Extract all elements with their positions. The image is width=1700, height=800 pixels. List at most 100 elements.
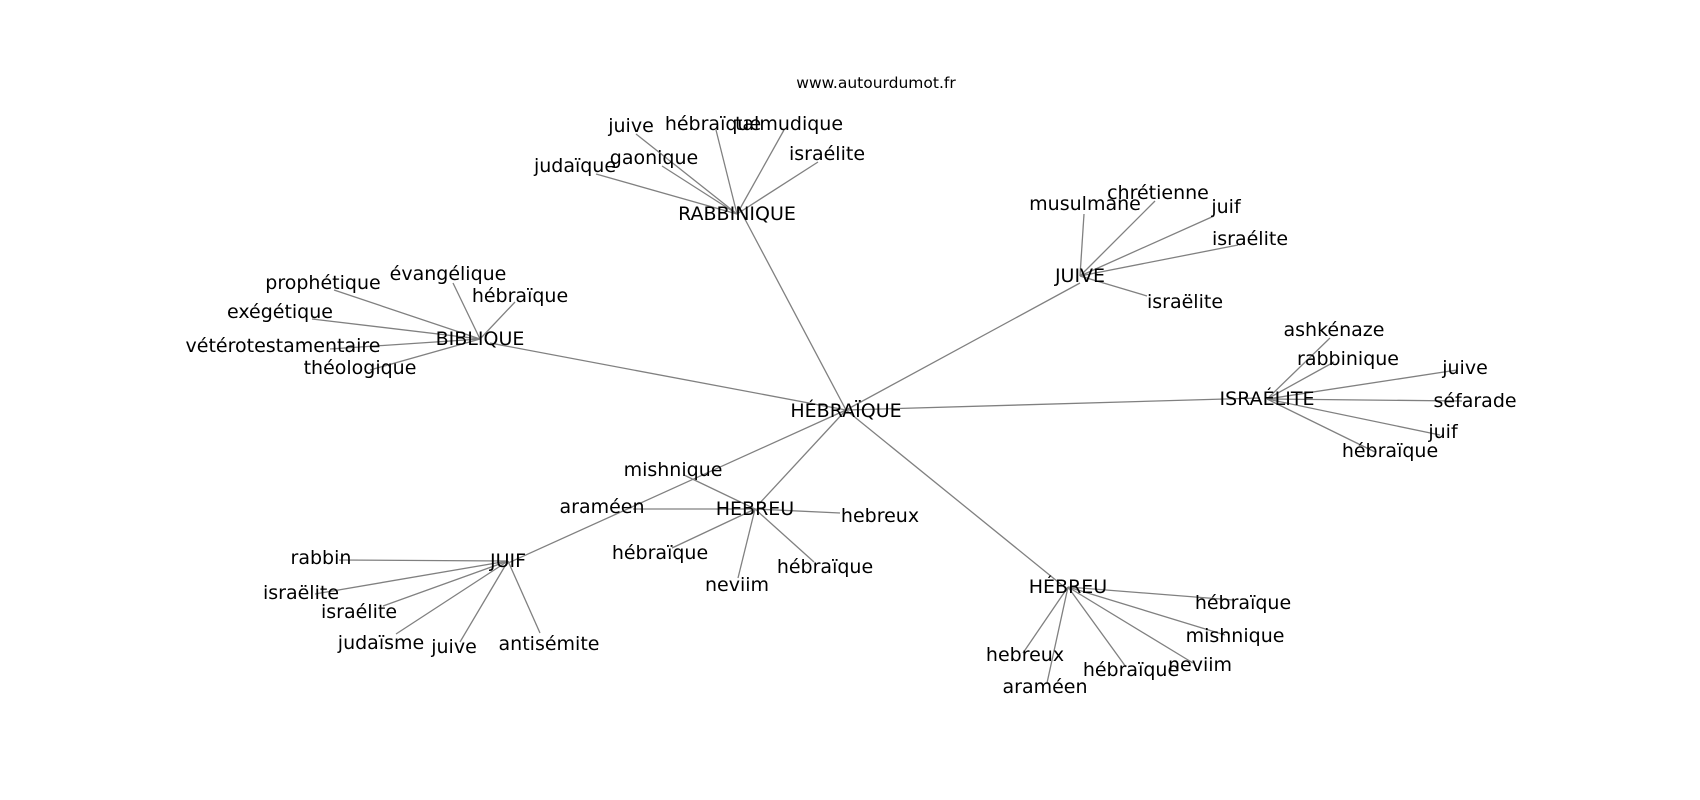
root-edge xyxy=(737,205,847,411)
leaf-edge xyxy=(1067,586,1194,664)
leaf-node-label: mishnique xyxy=(1186,625,1285,647)
root-edge xyxy=(845,282,1081,411)
leaf-edge xyxy=(635,133,738,215)
leaf-edge xyxy=(736,129,785,215)
leaf-edge xyxy=(452,282,481,340)
leaf-node-label: juive xyxy=(607,115,654,137)
root-edge xyxy=(505,409,847,565)
leaf-edge xyxy=(1079,200,1156,277)
leaf-edge xyxy=(1022,586,1069,654)
leaf-edge xyxy=(507,560,541,634)
leaf-node-label: israélite xyxy=(1212,228,1288,250)
leaf-node-label: hébraïque xyxy=(1342,440,1438,462)
leaf-node-label: hébraïque xyxy=(665,113,761,135)
hub-node-label: BIBLIQUE xyxy=(436,328,525,350)
leaf-edge xyxy=(1079,215,1215,277)
leaf-edge xyxy=(1266,398,1463,402)
leaf-node-label: judaïsme xyxy=(337,632,424,654)
leaf-edge xyxy=(1046,586,1069,684)
leaf-node-label: neviim xyxy=(1168,654,1232,676)
leaf-edge xyxy=(311,318,481,340)
root-edge xyxy=(489,342,847,411)
root-edge xyxy=(757,409,847,506)
leaf-edge xyxy=(1266,337,1331,400)
leaf-node-label: neviim xyxy=(705,574,769,596)
leaf-node-label: israélite xyxy=(321,601,397,623)
leaf-edge xyxy=(369,338,481,371)
hub-node-label: HEBREU xyxy=(716,498,794,520)
leaf-node-label: juive xyxy=(1441,357,1488,379)
leaf-node-label: hébraïque xyxy=(472,285,568,307)
leaf-node-label: hebreux xyxy=(841,505,919,527)
leaf-edge xyxy=(754,508,815,563)
leaf-edge xyxy=(1266,361,1335,400)
leaf-edge xyxy=(338,559,509,562)
leaf-node-label: vétérotestamentaire xyxy=(186,335,381,357)
leaf-node-label: exégétique xyxy=(227,301,333,323)
hub-node-label: HÉBREU xyxy=(1029,575,1107,598)
leaf-edge xyxy=(1079,244,1239,277)
hub-node-label: JUIF xyxy=(489,550,526,572)
leaf-node-label: gaonique xyxy=(610,147,698,169)
leaf-edge xyxy=(715,129,738,215)
leaf-edge xyxy=(661,165,738,215)
leaf-node-label: hébraïque xyxy=(612,542,708,564)
leaf-node-label: hebreux xyxy=(986,644,1064,666)
root-edge xyxy=(845,397,1261,411)
leaf-node-label: judaïque xyxy=(533,155,616,177)
leaf-edge xyxy=(671,508,756,549)
leaf-node-label: hébraïque xyxy=(1083,659,1179,681)
leaf-edge xyxy=(1067,586,1127,668)
leaf-edge xyxy=(595,173,738,215)
edges xyxy=(311,129,1463,684)
leaf-node-label: rabbin xyxy=(291,547,352,569)
leaf-edge xyxy=(1266,369,1458,400)
leaf-edge xyxy=(479,301,516,340)
leaf-node-label: théologique xyxy=(304,357,417,379)
leaf-node-label: hébraïque xyxy=(777,556,873,578)
root-node-label: HÉBRAÏQUE xyxy=(790,399,901,422)
leaf-edge xyxy=(1079,275,1148,297)
leaf-node-label: mishnique xyxy=(624,459,723,481)
leaf-edge xyxy=(459,560,509,643)
hub-node-label: JUIVE xyxy=(1054,265,1105,287)
leaf-node-label: prophétique xyxy=(265,272,380,294)
hub-node-label: ISRAÉLITE xyxy=(1220,387,1315,410)
leaf-node-label: évangélique xyxy=(390,263,507,285)
leaf-node-label: talmudique xyxy=(735,113,843,135)
hub-node-label: RABBINIQUE xyxy=(678,203,796,225)
leaf-edge xyxy=(333,289,481,340)
leaf-edge xyxy=(395,560,509,635)
leaf-edge xyxy=(1067,586,1226,636)
leaf-edge xyxy=(1067,586,1234,601)
leaf-edge xyxy=(382,560,509,607)
leaf-edge xyxy=(736,161,819,215)
leaf-edge xyxy=(329,338,481,350)
leaf-edge xyxy=(314,560,509,595)
leaf-edge xyxy=(737,508,756,579)
leaf-edge xyxy=(754,508,841,514)
leaf-edge xyxy=(1266,398,1441,436)
leaf-node-label: araméen xyxy=(559,496,644,518)
leaf-node-label: juive xyxy=(430,636,477,658)
leaf-edge xyxy=(683,474,756,510)
leaf-edge xyxy=(1266,398,1376,453)
leaf-node-label: ashkénaze xyxy=(1284,319,1385,341)
leaf-node-label: rabbinique xyxy=(1297,348,1399,370)
leaf-edge xyxy=(1079,213,1085,277)
leaf-node-label: séfarade xyxy=(1433,390,1516,412)
leaf-node-label: chrétienne xyxy=(1107,182,1209,204)
leaf-node-label: israëlite xyxy=(263,582,339,604)
root-edge xyxy=(845,409,1069,591)
leaf-node-label: araméen xyxy=(1002,676,1087,698)
leaf-node-label: hébraïque xyxy=(1195,592,1291,614)
leaf-node-label: musulmane xyxy=(1029,193,1141,215)
leaf-node-label: juif xyxy=(1210,196,1242,218)
leaf-node-label: juif xyxy=(1427,421,1459,443)
leaf-node-label: antisémite xyxy=(499,633,600,655)
leaf-node-label: israëlite xyxy=(1147,291,1223,313)
leaf-node-label: israélite xyxy=(789,143,865,165)
source-label: www.autourdumot.fr xyxy=(796,74,956,92)
